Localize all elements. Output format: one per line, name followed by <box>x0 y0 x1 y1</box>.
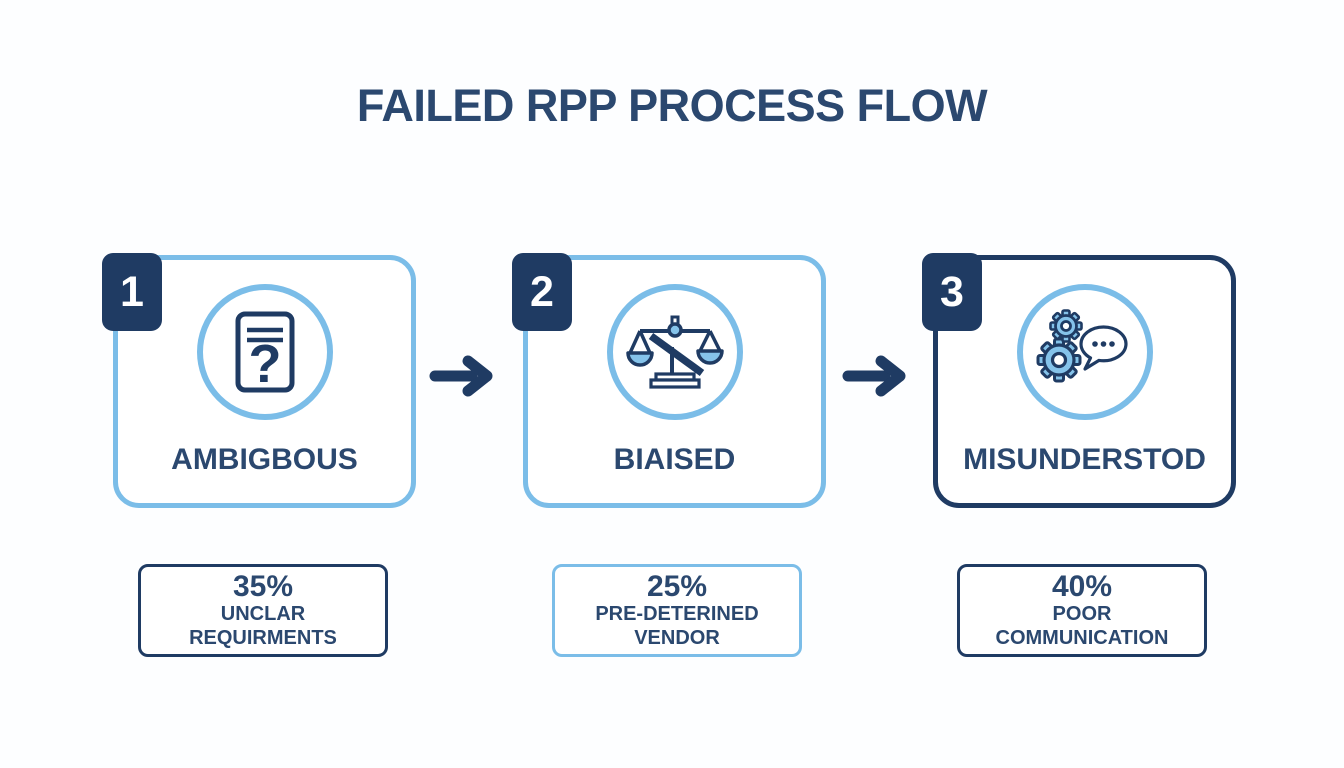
stat-line: POOR <box>1052 603 1112 626</box>
right-arrow-icon <box>842 355 906 397</box>
step-label: MISUNDERSTOD <box>963 443 1206 476</box>
step-box-biased: 2 BIAISED <box>512 253 826 508</box>
stat-line: PRE-DETERINED <box>595 603 759 626</box>
unbalanced-scale-icon <box>606 284 743 420</box>
step-number-badge: 3 <box>922 253 982 331</box>
gears-speech-bubble-icon <box>1016 284 1153 420</box>
step-number-badge: 1 <box>102 253 162 331</box>
gear-icon <box>1048 309 1083 343</box>
step-number-badge: 2 <box>512 253 572 331</box>
question-mark-glyph: ? <box>248 334 281 394</box>
stat-value: 40% <box>1051 570 1113 604</box>
stat-box-unclear-requirements: 35% UNCLAR REQUIRMENTS <box>138 564 388 657</box>
stat-line: COMMUNICATION <box>995 627 1169 649</box>
gear-icon <box>1036 337 1081 383</box>
step-label: BIAISED <box>613 443 736 476</box>
stat-line: UNCLAR <box>220 603 306 626</box>
stat-box-predetermined-vendor: 25% PRE-DETERINED VENDOR <box>552 564 802 657</box>
speech-bubble-icon <box>1078 325 1128 371</box>
stat-line: REQUIRMENTS <box>189 627 337 649</box>
stat-box-poor-communication: 40% POOR COMMUNICATION <box>957 564 1207 657</box>
stat-value: 35% <box>232 570 294 604</box>
step-label: AMBIGBOUS <box>171 443 358 476</box>
right-arrow-icon <box>429 355 493 397</box>
stat-value: 25% <box>646 570 708 604</box>
document-question-icon: ? <box>196 284 333 420</box>
step-box-misunderstood: 3 <box>922 253 1236 508</box>
stat-line: VENDOR <box>634 627 720 649</box>
page-title: FAILED RPP PROCESS FLOW <box>356 80 988 131</box>
step-box-ambiguous: 1 ? AMBIGBOUS <box>102 253 416 508</box>
